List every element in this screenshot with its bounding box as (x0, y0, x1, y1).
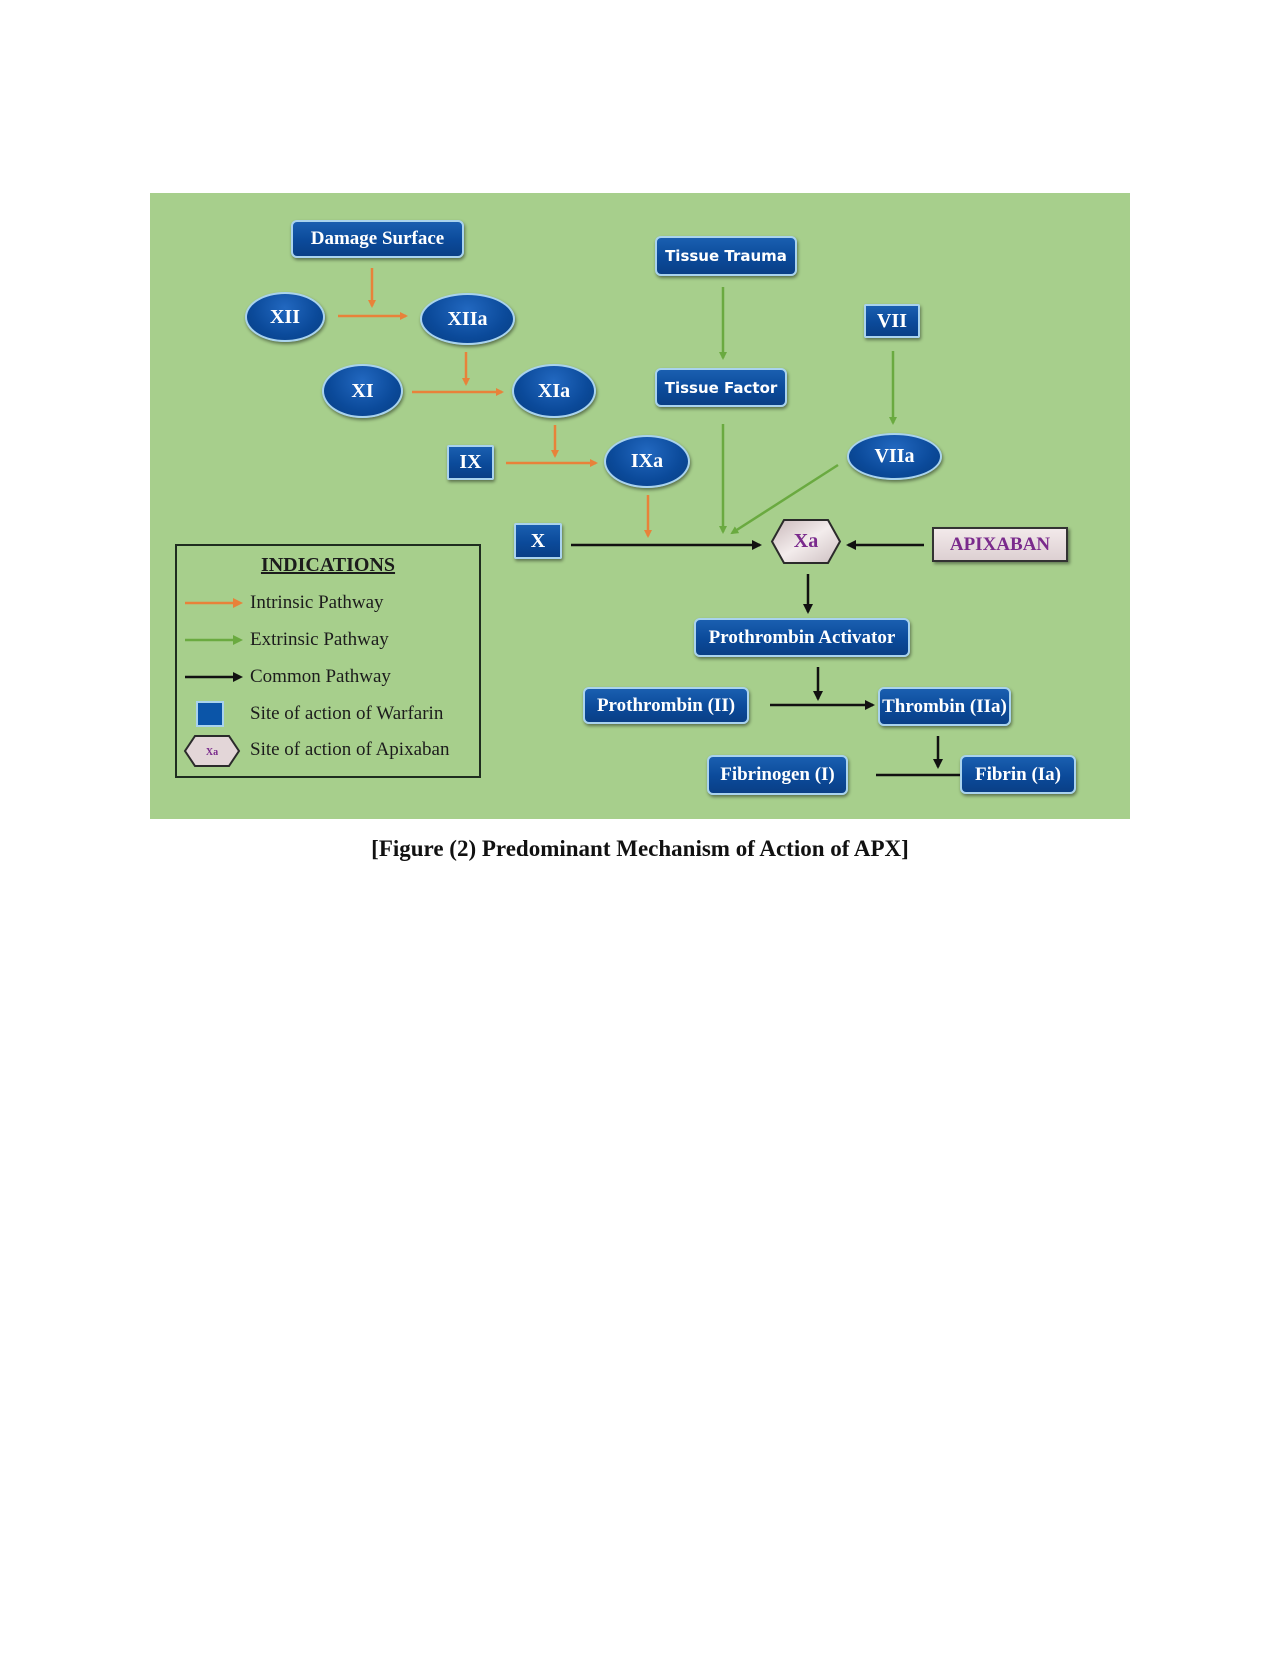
factor-ix-label: IX (459, 451, 482, 473)
legend-label: Common Pathway (250, 666, 391, 687)
legend-item-intrinsic: Intrinsic Pathway (177, 590, 479, 616)
tissue-factor-node: Tissue Factor (655, 368, 787, 407)
legend: INDICATIONS Intrinsic Pathway Extrinsic … (175, 544, 481, 778)
prothrombin-activator-label: Prothrombin Activator (708, 626, 896, 648)
factor-xiia-label: XIIa (447, 307, 488, 330)
black-arrow-icon (185, 672, 243, 682)
apixaban-label: APIXABAN (949, 533, 1051, 555)
legend-item-warfarin: Site of action of Warfarin (177, 701, 479, 727)
factor-ix-node: IX (447, 445, 494, 480)
factor-x-node: X (514, 523, 562, 559)
damage-surface-label: Damage Surface (310, 228, 445, 249)
hexagon-icon (770, 519, 842, 564)
orange-arrow-icon (185, 598, 243, 608)
factor-xi-label: XI (351, 379, 374, 402)
factor-viia-label: VIIa (874, 445, 915, 467)
legend-label: Intrinsic Pathway (250, 592, 384, 613)
fibrin-label: Fibrin (Ia) (974, 763, 1062, 785)
figure-caption: [Figure (2) Predominant Mechanism of Act… (371, 836, 909, 861)
legend-item-common: Common Pathway (177, 664, 479, 690)
factor-ixa-label: IXa (630, 450, 664, 472)
factor-xa-hexagon: Xa (770, 518, 842, 565)
tissue-trauma-label: Tissue Trauma (665, 247, 787, 265)
factor-vii-node: VII (864, 304, 920, 338)
fibrin-node: Fibrin (Ia) (960, 755, 1076, 794)
thrombin-node: Thrombin (IIa) (878, 687, 1011, 726)
factor-xiia-node: XIIa (420, 293, 515, 345)
thrombin-label: Thrombin (IIa) (882, 695, 1007, 717)
factor-x-label: X (530, 529, 546, 552)
legend-item-extrinsic: Extrinsic Pathway (177, 627, 479, 653)
apixaban-box: APIXABAN (932, 527, 1068, 562)
fibrinogen-label: Fibrinogen (I) (720, 764, 835, 785)
prothrombin-node: Prothrombin (II) (583, 687, 749, 724)
legend-title: INDICATIONS (260, 554, 396, 576)
svg-text:Xa: Xa (206, 747, 218, 758)
tissue-factor-label: Tissue Factor (664, 378, 778, 397)
blue-square-icon (196, 701, 224, 727)
factor-xii-node: XII (245, 292, 325, 342)
factor-ixa-node: IXa (604, 435, 690, 488)
tissue-trauma-node: Tissue Trauma (655, 236, 797, 276)
legend-item-apixaban: Xa Site of action of Apixaban (177, 735, 479, 767)
green-arrow-icon (185, 635, 243, 645)
factor-viia-node: VIIa (847, 433, 942, 480)
factor-vii-label: VII (876, 309, 907, 332)
factor-xii-label: XII (269, 305, 300, 328)
prothrombin-activator-node: Prothrombin Activator (694, 618, 910, 657)
prothrombin-label: Prothrombin (II) (596, 694, 736, 716)
factor-xia-label: XIa (537, 379, 571, 402)
damage-surface-node: Damage Surface (291, 220, 464, 258)
factor-xi-node: XI (322, 364, 403, 418)
legend-label: Extrinsic Pathway (250, 629, 389, 650)
hexagon-icon: Xa (183, 735, 241, 767)
legend-label: Site of action of Warfarin (250, 703, 444, 724)
legend-label: Site of action of Apixaban (250, 739, 450, 760)
factor-xa-label: Xa (793, 530, 819, 552)
fibrinogen-node: Fibrinogen (I) (707, 755, 848, 795)
factor-xia-node: XIa (512, 364, 596, 418)
